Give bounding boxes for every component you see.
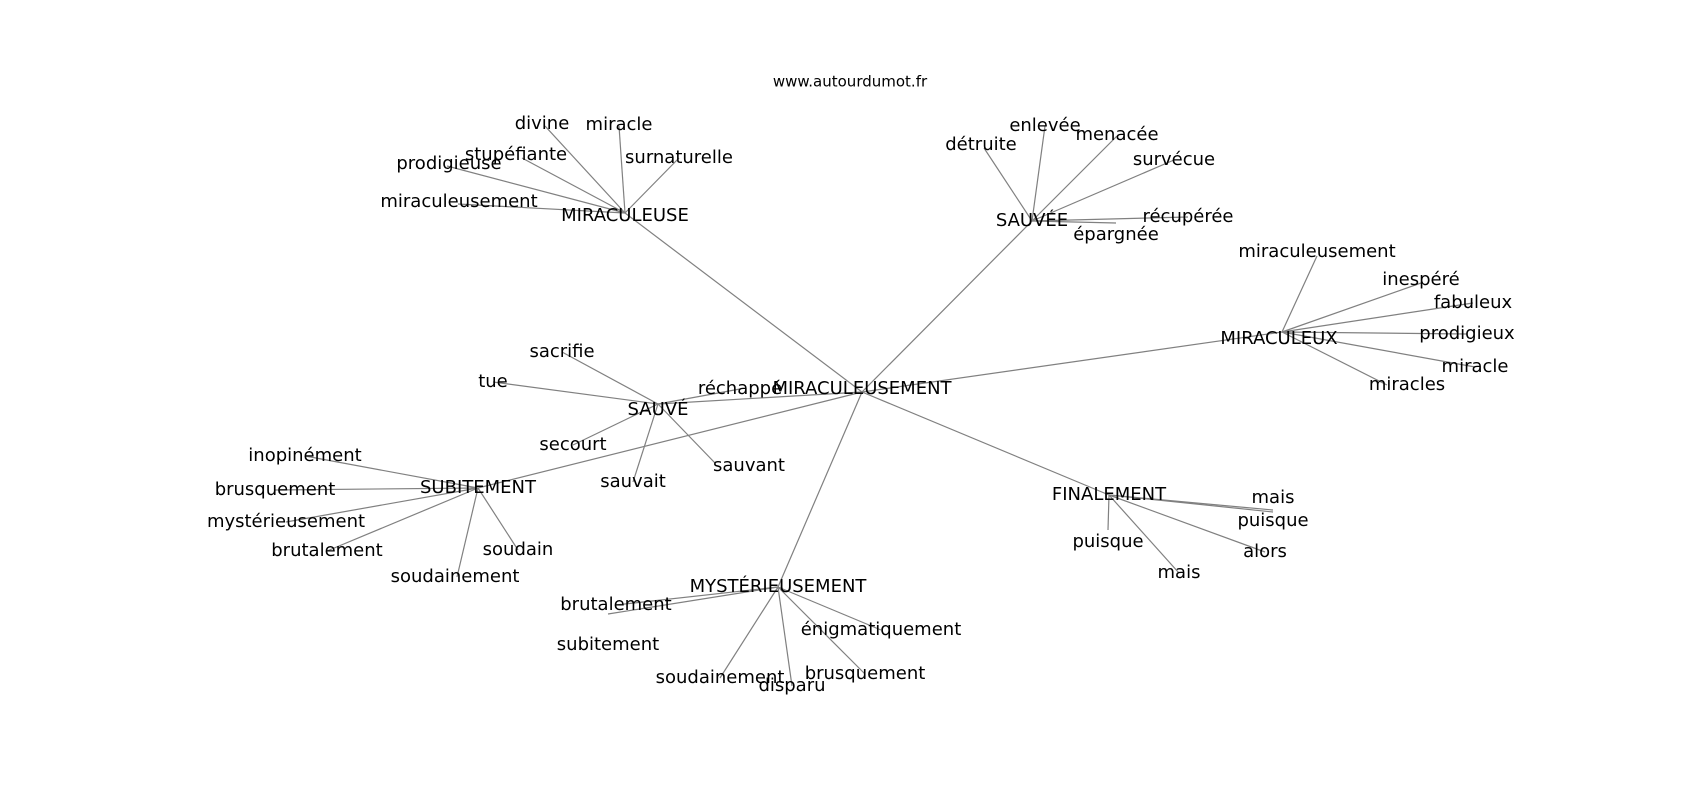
leaf-node: fabuleux <box>1434 292 1513 313</box>
hub-leaf-edge <box>457 203 626 214</box>
hub-node: MIRACULEUX <box>1220 328 1337 349</box>
leaf-node: puisque <box>1237 510 1308 531</box>
leaf-node: puisque <box>1072 531 1143 552</box>
leaf-node: sauvant <box>713 455 785 476</box>
hub-leaf-edge <box>777 586 866 675</box>
hub-leaf-edge <box>285 487 479 523</box>
hub-leaf-edge <box>624 157 680 214</box>
hub-leaf-edge <box>1031 216 1189 222</box>
hub-leaf-edge <box>1031 220 1117 224</box>
hub-leaf-edge <box>1107 494 1110 531</box>
leaf-node: brusquement <box>215 479 336 500</box>
leaf-node: récupérée <box>1142 206 1233 227</box>
hub-leaf-edge <box>657 388 741 405</box>
leaf-node: prodigieux <box>1419 323 1515 344</box>
site-url: www.autourdumot.fr <box>773 73 928 91</box>
center-hub-edge <box>861 331 1283 393</box>
leaf-node: prodigieuse <box>396 153 501 174</box>
hub-leaf-edge <box>1281 331 1468 335</box>
hub-leaf-edge <box>1031 135 1118 222</box>
hub-leaf-edge <box>1281 302 1474 333</box>
leaf-node: miracles <box>1369 374 1445 395</box>
hub-node: SUBITEMENT <box>420 477 537 498</box>
hub-leaf-edge <box>777 586 793 687</box>
hub-leaf-edge <box>719 586 779 679</box>
leaf-node: miracle <box>1442 356 1509 377</box>
hub-node: FINALEMENT <box>1052 484 1167 505</box>
hub-node: SAUVÉE <box>996 209 1068 231</box>
leaf-node: miracle <box>586 114 653 135</box>
center-hub-edge <box>624 212 863 393</box>
leaf-node: mais <box>1158 562 1201 583</box>
leaf-node: épargnée <box>1073 224 1159 245</box>
leaf-node: tue <box>478 371 508 392</box>
leaf-node: disparu <box>758 675 825 696</box>
hub-leaf-edge <box>983 147 1033 222</box>
leaf-node: soudain <box>483 539 554 560</box>
hub-node: MIRACULEUSE <box>561 205 689 226</box>
center-hub-edge <box>861 391 1110 496</box>
hub-node: SAUVÉ <box>628 398 689 420</box>
leaf-node: divine <box>515 113 570 134</box>
leaf-node: sauvait <box>600 471 666 492</box>
hub-node: MYSTÉRIEUSEMENT <box>690 575 868 597</box>
graph-edges <box>274 125 1476 687</box>
leaf-node: stupéfiante <box>465 144 567 165</box>
hub-leaf-edge <box>1108 494 1180 574</box>
hub-leaf-edge <box>1281 255 1318 333</box>
hub-leaf-edge <box>521 157 626 214</box>
leaf-node: inespéré <box>1382 269 1459 290</box>
leaf-node: menacée <box>1075 124 1158 145</box>
hub-leaf-edge <box>657 403 716 464</box>
hub-leaf-edge <box>1281 282 1422 333</box>
leaf-node: surnaturelle <box>625 147 733 168</box>
center-hub-edge <box>477 391 863 489</box>
leaf-node: énigmatiquement <box>801 619 962 640</box>
leaf-node: réchappé <box>698 378 782 399</box>
leaf-node: inopinément <box>248 445 361 466</box>
hub-leaf-edge <box>1281 331 1476 368</box>
hub-leaf-edge <box>1108 494 1266 553</box>
hub-leaf-edge <box>561 351 659 405</box>
leaf-node: mystérieusement <box>207 511 365 532</box>
leaf-node: enlevée <box>1009 115 1080 136</box>
leaf-node: secourt <box>539 434 606 455</box>
hub-leaf-edge <box>607 586 779 615</box>
center-hub-edge <box>861 220 1033 393</box>
hub-leaf-edge <box>492 381 659 405</box>
hub-leaf-edge <box>544 125 626 214</box>
leaf-node: brusquement <box>805 663 926 684</box>
leaf-node: alors <box>1243 541 1287 562</box>
leaf-node: survécue <box>1133 149 1215 170</box>
leaf-node: miraculeusement <box>380 191 537 212</box>
hub-leaf-edge <box>274 487 479 491</box>
hub-leaf-edge <box>304 455 479 489</box>
center-node: MIRACULEUSEMENT <box>772 378 952 399</box>
leaf-node: miraculeusement <box>1238 241 1395 262</box>
hub-leaf-edge <box>456 487 479 578</box>
hub-leaf-edge <box>572 403 659 446</box>
hub-leaf-edge <box>618 125 626 214</box>
leaf-node: brutalement <box>560 594 671 615</box>
hub-leaf-edge <box>1108 494 1274 513</box>
leaf-node: mais <box>1252 487 1295 508</box>
leaf-node: détruite <box>945 134 1017 155</box>
center-hub-edge <box>777 391 863 588</box>
hub-leaf-edge <box>1281 331 1388 386</box>
hub-leaf-edge <box>615 586 779 606</box>
hub-leaf-edge <box>777 586 882 631</box>
hub-leaf-edge <box>1031 125 1046 222</box>
leaf-node: subitement <box>557 634 659 655</box>
leaf-node: soudainement <box>656 667 785 688</box>
leaf-node: sacrifie <box>529 341 594 362</box>
hub-leaf-edge <box>446 165 626 214</box>
hub-leaf-edge <box>1031 159 1175 222</box>
leaf-node: brutalement <box>271 540 382 561</box>
hub-leaf-edge <box>632 403 659 483</box>
hub-leaf-edge <box>477 487 519 551</box>
hub-leaf-edge <box>326 487 479 552</box>
leaf-node: soudainement <box>391 566 520 587</box>
center-hub-edge <box>657 391 863 405</box>
